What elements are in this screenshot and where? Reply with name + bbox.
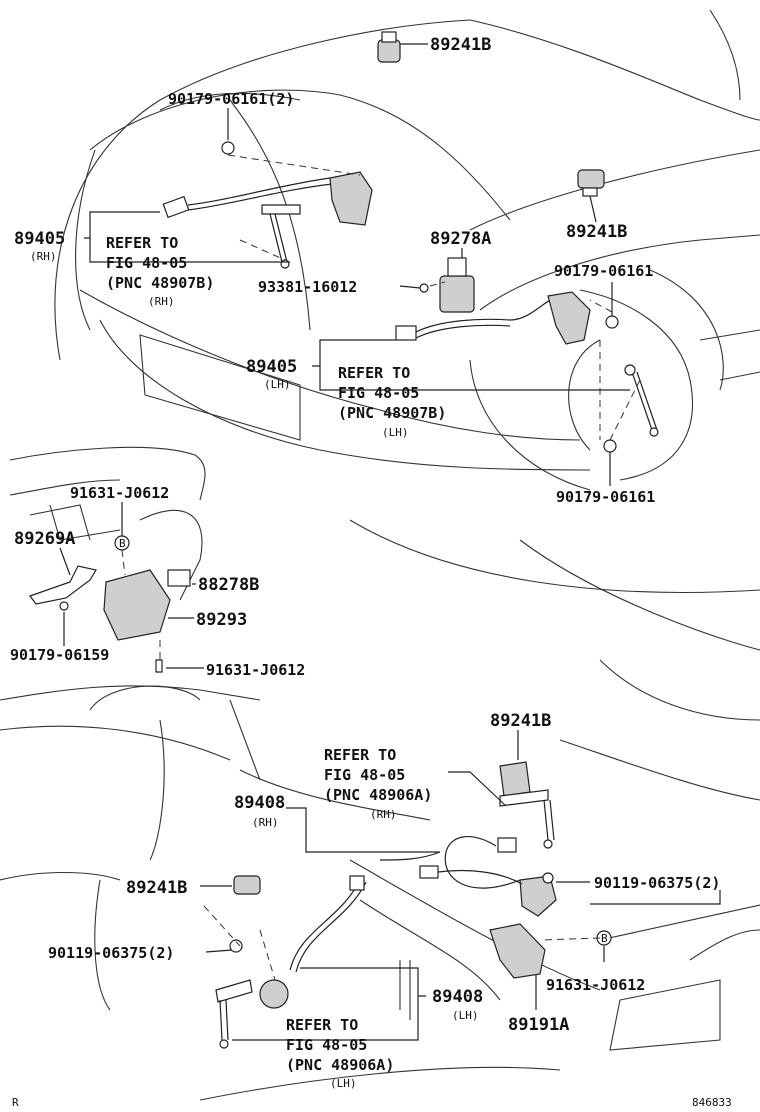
label-rh-1: (RH): [30, 250, 57, 263]
marker-b-2: B: [601, 932, 608, 945]
refer3-line2: FIG 48-05: [324, 766, 405, 784]
label-88278B: 88278B: [198, 575, 259, 595]
label-90119-06375-left: 90119-06375(2): [48, 944, 174, 962]
label-91631-J0612-a: 91631-J0612: [70, 484, 169, 502]
label-89405-lh: 89405: [246, 357, 297, 377]
corner-mark: R: [12, 1096, 19, 1109]
label-90119-06375-right: 90119-06375(2): [594, 874, 720, 892]
front-body-outline: [54, 9, 760, 491]
marker-b-1: B: [119, 537, 126, 550]
label-89241B-low: 89241B: [490, 711, 551, 731]
figure-number: 846833: [692, 1096, 732, 1109]
refer3-line1: REFER TO: [324, 746, 396, 764]
refer4-line3: (PNC 48906A): [286, 1056, 394, 1074]
label-89293: 89293: [196, 610, 247, 630]
label-89191A: 89191A: [508, 1015, 569, 1035]
ecu-89191A: [489, 923, 612, 979]
label-89269A: 89269A: [14, 529, 75, 549]
refer4-line1: REFER TO: [286, 1016, 358, 1034]
refer1-line3: (PNC 48907B): [106, 274, 214, 292]
label-90179-06161-2: 90179-06161(2): [168, 90, 294, 108]
sensor-89241B-mid: [577, 169, 605, 197]
refer3-line3: (PNC 48906A): [324, 786, 432, 804]
label-89241B-mid: 89241B: [566, 222, 627, 242]
label-89408-lh: 89408: [432, 987, 483, 1007]
height-sensor-rh-front: [162, 141, 373, 269]
leader-lines: [59, 43, 721, 1041]
relay-89278A: [419, 257, 475, 313]
refer4-line4: (LH): [330, 1077, 357, 1090]
height-sensor-rh-rear: [379, 761, 557, 917]
label-rh-3: (RH): [252, 816, 279, 829]
label-89278A: 89278A: [430, 229, 491, 249]
label-89241B-left: 89241B: [126, 878, 187, 898]
label-91631-J0612-c: 91631-J0612: [546, 976, 645, 994]
label-lh-3: (LH): [452, 1009, 479, 1022]
interior-outline: [0, 446, 760, 1101]
refer2-line3: (PNC 48907B): [338, 404, 446, 422]
refer2-line1: REFER TO: [338, 364, 410, 382]
height-sensor-lh-rear: [215, 872, 554, 1049]
refer1-line2: FIG 48-05: [106, 254, 187, 272]
height-sensor-lh-front: [395, 291, 659, 453]
refer2-line4: (LH): [382, 426, 409, 439]
refer3-line4: (RH): [370, 808, 397, 821]
refer2-line2: FIG 48-05: [338, 384, 419, 402]
refer4-line2: FIG 48-05: [286, 1036, 367, 1054]
label-89241B-top: 89241B: [430, 35, 491, 55]
part-labels: 89241B 90179-06161(2) 89241B 89405 (RH) …: [10, 35, 732, 1109]
refer1-line1: REFER TO: [106, 234, 178, 252]
label-90179-06161-b: 90179-06161: [556, 488, 655, 506]
label-lh-1: (LH): [264, 378, 291, 391]
ecu-89293: [29, 535, 191, 673]
label-89405-rh: 89405: [14, 229, 65, 249]
label-93381-16012: 93381-16012: [258, 278, 357, 296]
sensor-89241B-top: [377, 31, 401, 63]
label-91631-J0612-b: 91631-J0612: [206, 661, 305, 679]
label-90179-06161-a: 90179-06161: [554, 262, 653, 280]
refer1-line4: (RH): [148, 295, 175, 308]
label-90179-06159: 90179-06159: [10, 646, 109, 664]
label-89408-rh: 89408: [234, 793, 285, 813]
